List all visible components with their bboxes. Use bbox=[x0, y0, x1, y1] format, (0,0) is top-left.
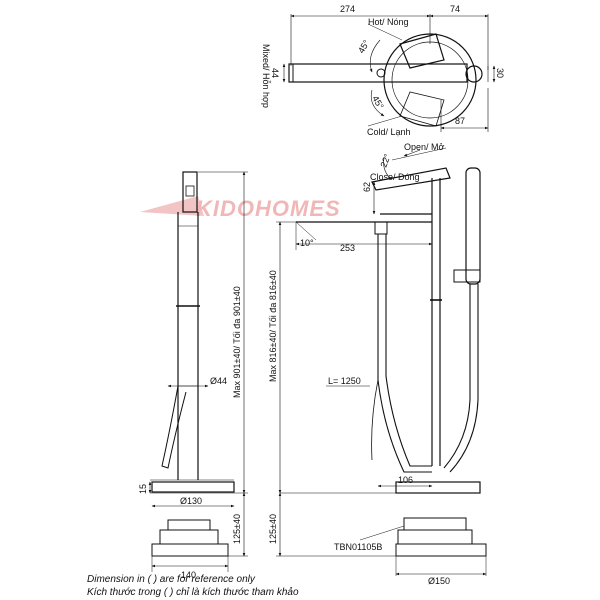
watermark-text: KIDOHOMES bbox=[196, 196, 341, 221]
angle-open: 22° bbox=[378, 152, 392, 169]
side-view bbox=[276, 147, 487, 576]
front-view bbox=[148, 171, 248, 572]
dim-87: 87 bbox=[455, 116, 465, 126]
front-max-height: Max 901±40/ Tối đa 901±40 bbox=[232, 286, 242, 398]
part-code: TBN01105B bbox=[334, 542, 382, 552]
side-base-plate bbox=[395, 481, 481, 494]
front-dia-130: Ø130 bbox=[180, 496, 202, 506]
top-lever-handle bbox=[399, 33, 445, 69]
top-spout-outline bbox=[288, 63, 468, 83]
front-dim-140: 140 bbox=[181, 570, 196, 580]
front-base-plate bbox=[151, 481, 235, 493]
angle-spout: 10° bbox=[300, 238, 314, 248]
side-base-height: 125±40 bbox=[268, 514, 278, 544]
side-hose bbox=[377, 234, 432, 473]
dim-44: 44 bbox=[270, 68, 280, 78]
front-dim-15: 15 bbox=[138, 484, 148, 494]
label-open: Open/ Mở bbox=[404, 142, 445, 152]
label-hot: Hot/ Nóng bbox=[368, 17, 409, 27]
watermark-logo-icon bbox=[140, 196, 204, 216]
note-vi: Kích thước trong ( ) chỉ là kích thước t… bbox=[87, 587, 299, 598]
top-body-circle bbox=[383, 33, 477, 127]
hose-length: L= 1250 bbox=[328, 376, 361, 386]
angle-cold: 45° bbox=[370, 94, 386, 111]
dim-253: 253 bbox=[340, 243, 355, 253]
front-base-height: 125±40 bbox=[232, 514, 242, 544]
dim-62: 62 bbox=[362, 182, 372, 192]
front-handle bbox=[182, 171, 198, 213]
dim-274: 274 bbox=[340, 4, 355, 14]
label-close: Close/ Đóng bbox=[370, 172, 420, 182]
side-max-height: Max 816±40/ Tối đa 816±40 bbox=[268, 270, 278, 382]
label-mixed: Mixed/ Hỗn hợp bbox=[261, 44, 271, 108]
dim-30: 30 bbox=[495, 68, 505, 78]
angle-hot: 45° bbox=[356, 38, 372, 55]
front-dia-44: Ø44 bbox=[210, 376, 227, 386]
top-view bbox=[282, 14, 496, 132]
label-cold: Cold/ Lạnh bbox=[367, 127, 411, 137]
note-en: Dimension in ( ) are for reference only bbox=[87, 574, 255, 585]
dia-150: Ø150 bbox=[428, 576, 450, 586]
side-hand-shower bbox=[465, 167, 481, 285]
dim-106: 106 bbox=[398, 475, 413, 485]
watermark: KIDOHOMES bbox=[140, 196, 341, 221]
dim-74: 74 bbox=[450, 4, 460, 14]
